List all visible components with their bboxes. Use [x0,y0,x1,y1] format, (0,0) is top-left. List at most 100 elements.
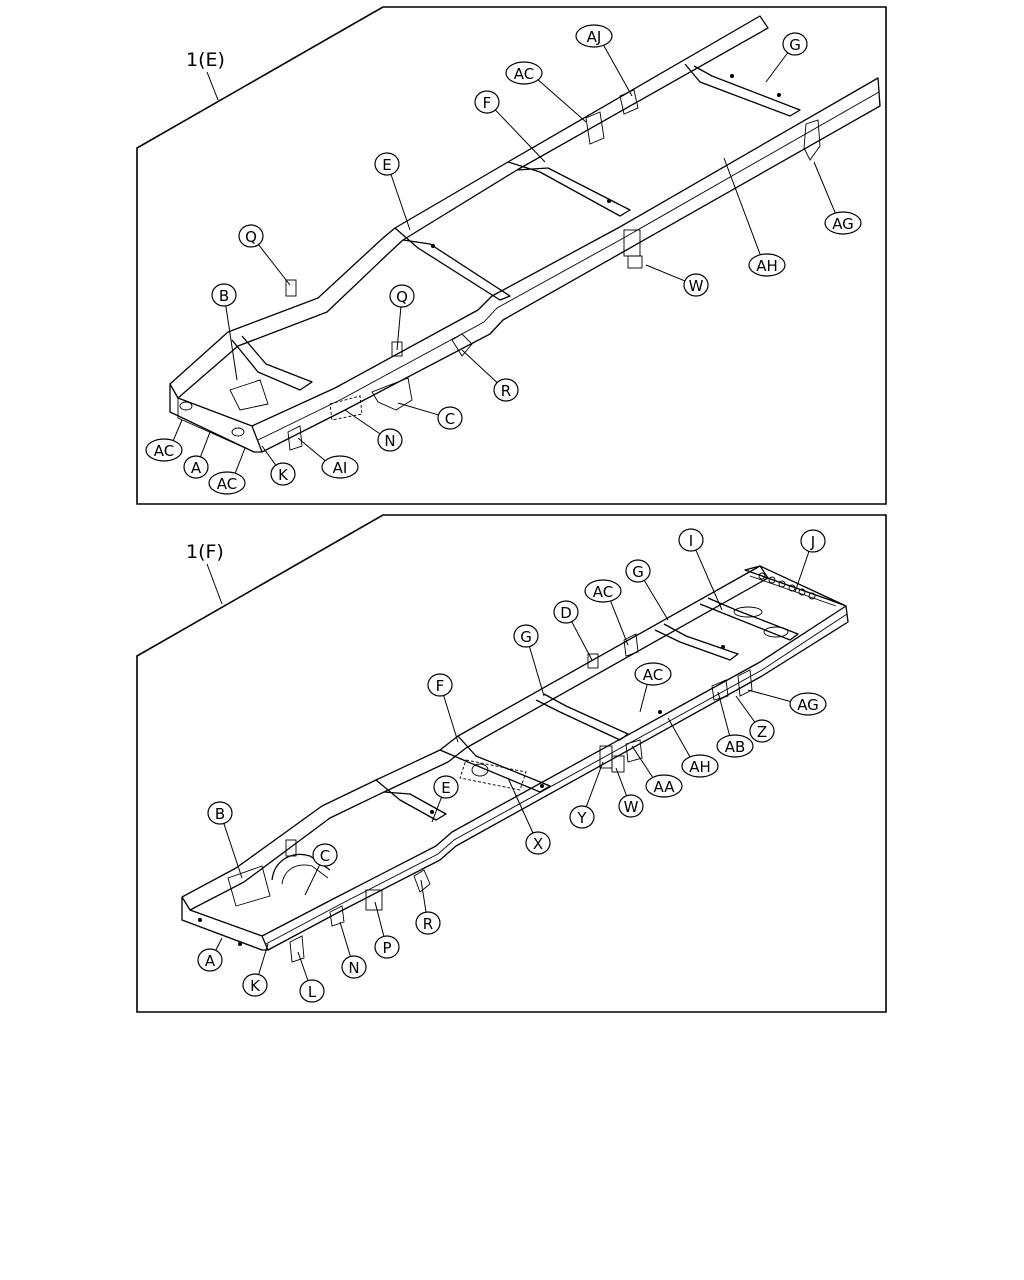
callout-leader [225,305,238,381]
callout-badge [716,734,754,758]
callout-leader [344,409,381,435]
callout-label: AH [689,758,711,776]
callout-p: P [374,901,400,959]
chassis-frame-long [181,565,849,963]
callout-badge [634,662,672,686]
callout-ac: AC [584,579,629,646]
callout-k: K [261,445,296,486]
callout-a: A [183,431,211,479]
callout-leader [297,951,309,981]
panel-1e-title: 1(E) [186,49,225,71]
callout-leader [585,761,604,807]
callout-label: AC [154,442,174,460]
callout-n: N [344,409,403,452]
callout-leader [695,549,723,611]
callout-leader [390,174,411,231]
callout-label: F [436,677,445,695]
callout-e: E [374,152,411,231]
callout-label: AC [514,65,534,83]
callout-label: C [445,410,455,428]
callout-n: N [339,921,367,979]
callout-badge [207,801,233,825]
callout-ag: AG [747,689,827,716]
callout-label: Q [245,228,257,246]
callout-badge [748,253,786,277]
callout-label: AB [725,738,746,756]
callout-badge [505,61,543,85]
callout-label: X [533,835,543,853]
callout-badge [299,979,325,1003]
callout-leader [794,551,810,593]
callout-label: AC [593,583,613,601]
callout-leader [431,797,443,823]
callout-leader [735,695,756,723]
callout-leader [223,823,243,879]
callout-label: A [191,459,202,477]
callout-label: AC [643,666,663,684]
chassis-frame-short [169,15,881,453]
callout-ah: AH [667,717,719,778]
callout-badge [683,273,709,297]
callout-leader [537,79,587,123]
callout-g: G [625,559,669,621]
callout-label: F [483,94,492,112]
callout-l: L [297,951,325,1003]
callout-badge [525,831,551,855]
callout-badge [493,378,519,402]
callout-leader [603,45,633,97]
callout-q: Q [389,284,415,351]
callout-label: Q [396,288,408,306]
callout-badge [800,529,826,553]
callout-q: Q [238,224,291,286]
callout-label: G [520,628,532,646]
callout-badge [321,455,359,479]
callout-label: K [278,466,289,484]
callout-g: G [765,32,808,83]
callout-f: F [427,673,459,743]
callout-label: B [219,287,229,305]
callout-label: Z [757,723,767,741]
callout-leader [813,161,836,214]
callout-badge [824,211,862,235]
callout-badge [208,471,246,495]
callout-label: W [689,277,704,295]
callout-leader [258,943,269,975]
callout-y: Y [569,761,604,829]
callout-leader [215,937,223,951]
callout-leader [571,621,593,661]
callout-label: AI [333,459,348,477]
callout-label: AG [797,696,819,714]
callout-leader [747,689,791,702]
callout-badge [242,973,268,997]
panel-1f: 1(F) [136,514,887,1013]
callout-leader [420,879,427,913]
callout-leader [396,306,402,351]
callout-f: F [474,90,546,163]
callout-label: E [441,779,450,797]
callout-label: AC [217,475,237,493]
callout-badge [238,224,264,248]
callout-aj: AJ [575,24,633,97]
callout-label: N [348,959,359,977]
callout-d: D [553,600,593,661]
callout-ag: AG [813,161,862,235]
callout-x: X [507,777,551,855]
callout-leader [507,777,534,834]
callout-label: G [632,563,644,581]
callout-badge [341,955,367,979]
callout-ac: AC [634,662,672,713]
callout-label: G [789,36,801,54]
callout-label: I [689,532,693,550]
callout-leader [397,402,439,416]
callout-e: E [431,775,459,823]
callout-leader [645,264,686,282]
callout-r: R [461,349,519,402]
panel-1e-border [136,6,887,505]
callout-w: W [615,767,644,818]
callout-leader [261,445,277,466]
callout-label: K [250,977,261,995]
callout-label: D [560,604,572,622]
callout-label: AG [832,215,854,233]
callout-badge [553,600,579,624]
